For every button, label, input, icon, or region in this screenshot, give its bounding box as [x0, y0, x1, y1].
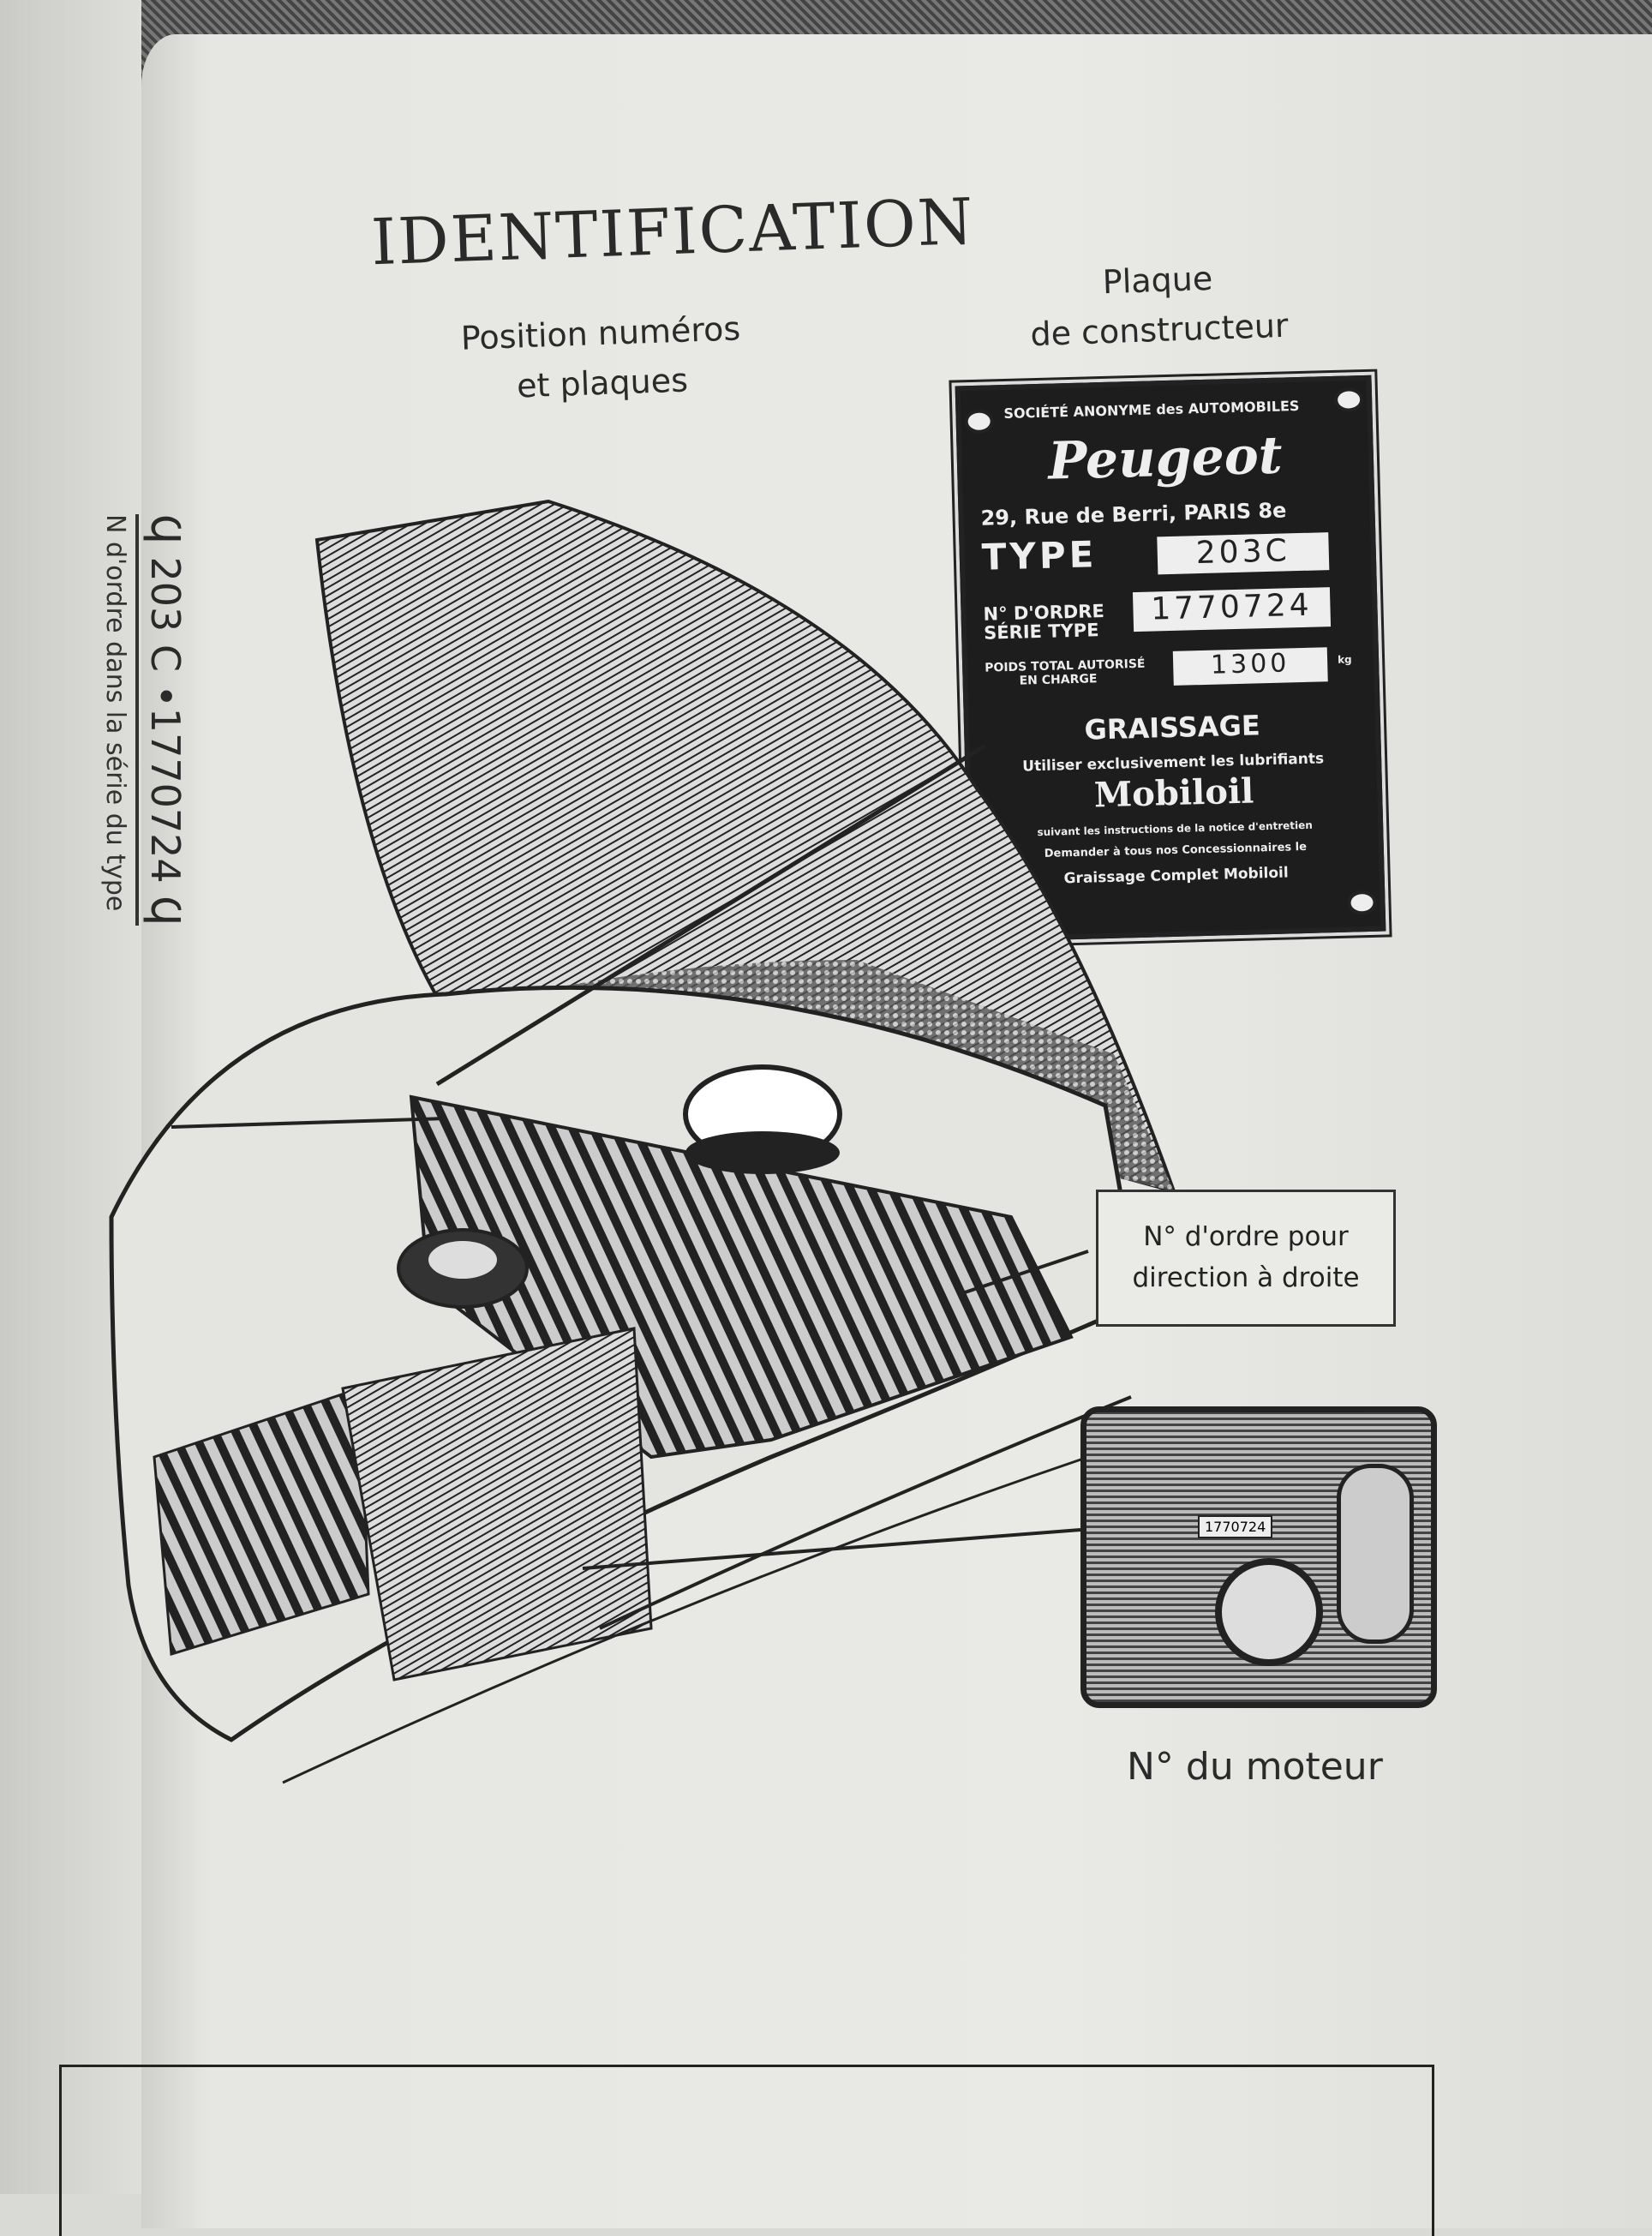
right-drive-line2: direction à droite — [1132, 1262, 1360, 1293]
right-drive-line1: N° d'ordre pour — [1143, 1221, 1349, 1252]
page-gutter — [0, 0, 141, 2194]
engine-stamp: 1770724 — [1198, 1515, 1273, 1538]
pointer-plate — [435, 743, 987, 1087]
pointer-engine — [582, 1528, 1081, 1570]
engine-number-label: N° du moteur — [1127, 1745, 1383, 1789]
engine-canister — [1337, 1464, 1414, 1644]
air-filter-band — [685, 1131, 840, 1174]
engine-component — [1215, 1558, 1323, 1666]
pointer-chassis — [171, 1117, 446, 1129]
floor-line — [599, 1395, 1132, 1630]
engine-number-inset: 1770724 — [1080, 1406, 1437, 1708]
right-drive-callout: N° d'ordre pour direction à droite — [1096, 1190, 1396, 1327]
floor-line — [282, 1455, 1089, 1784]
radiator — [153, 1386, 370, 1656]
engine-lower — [341, 1327, 653, 1681]
bottom-frame — [59, 2065, 1434, 2236]
pointer-right-drive — [959, 1250, 1089, 1296]
